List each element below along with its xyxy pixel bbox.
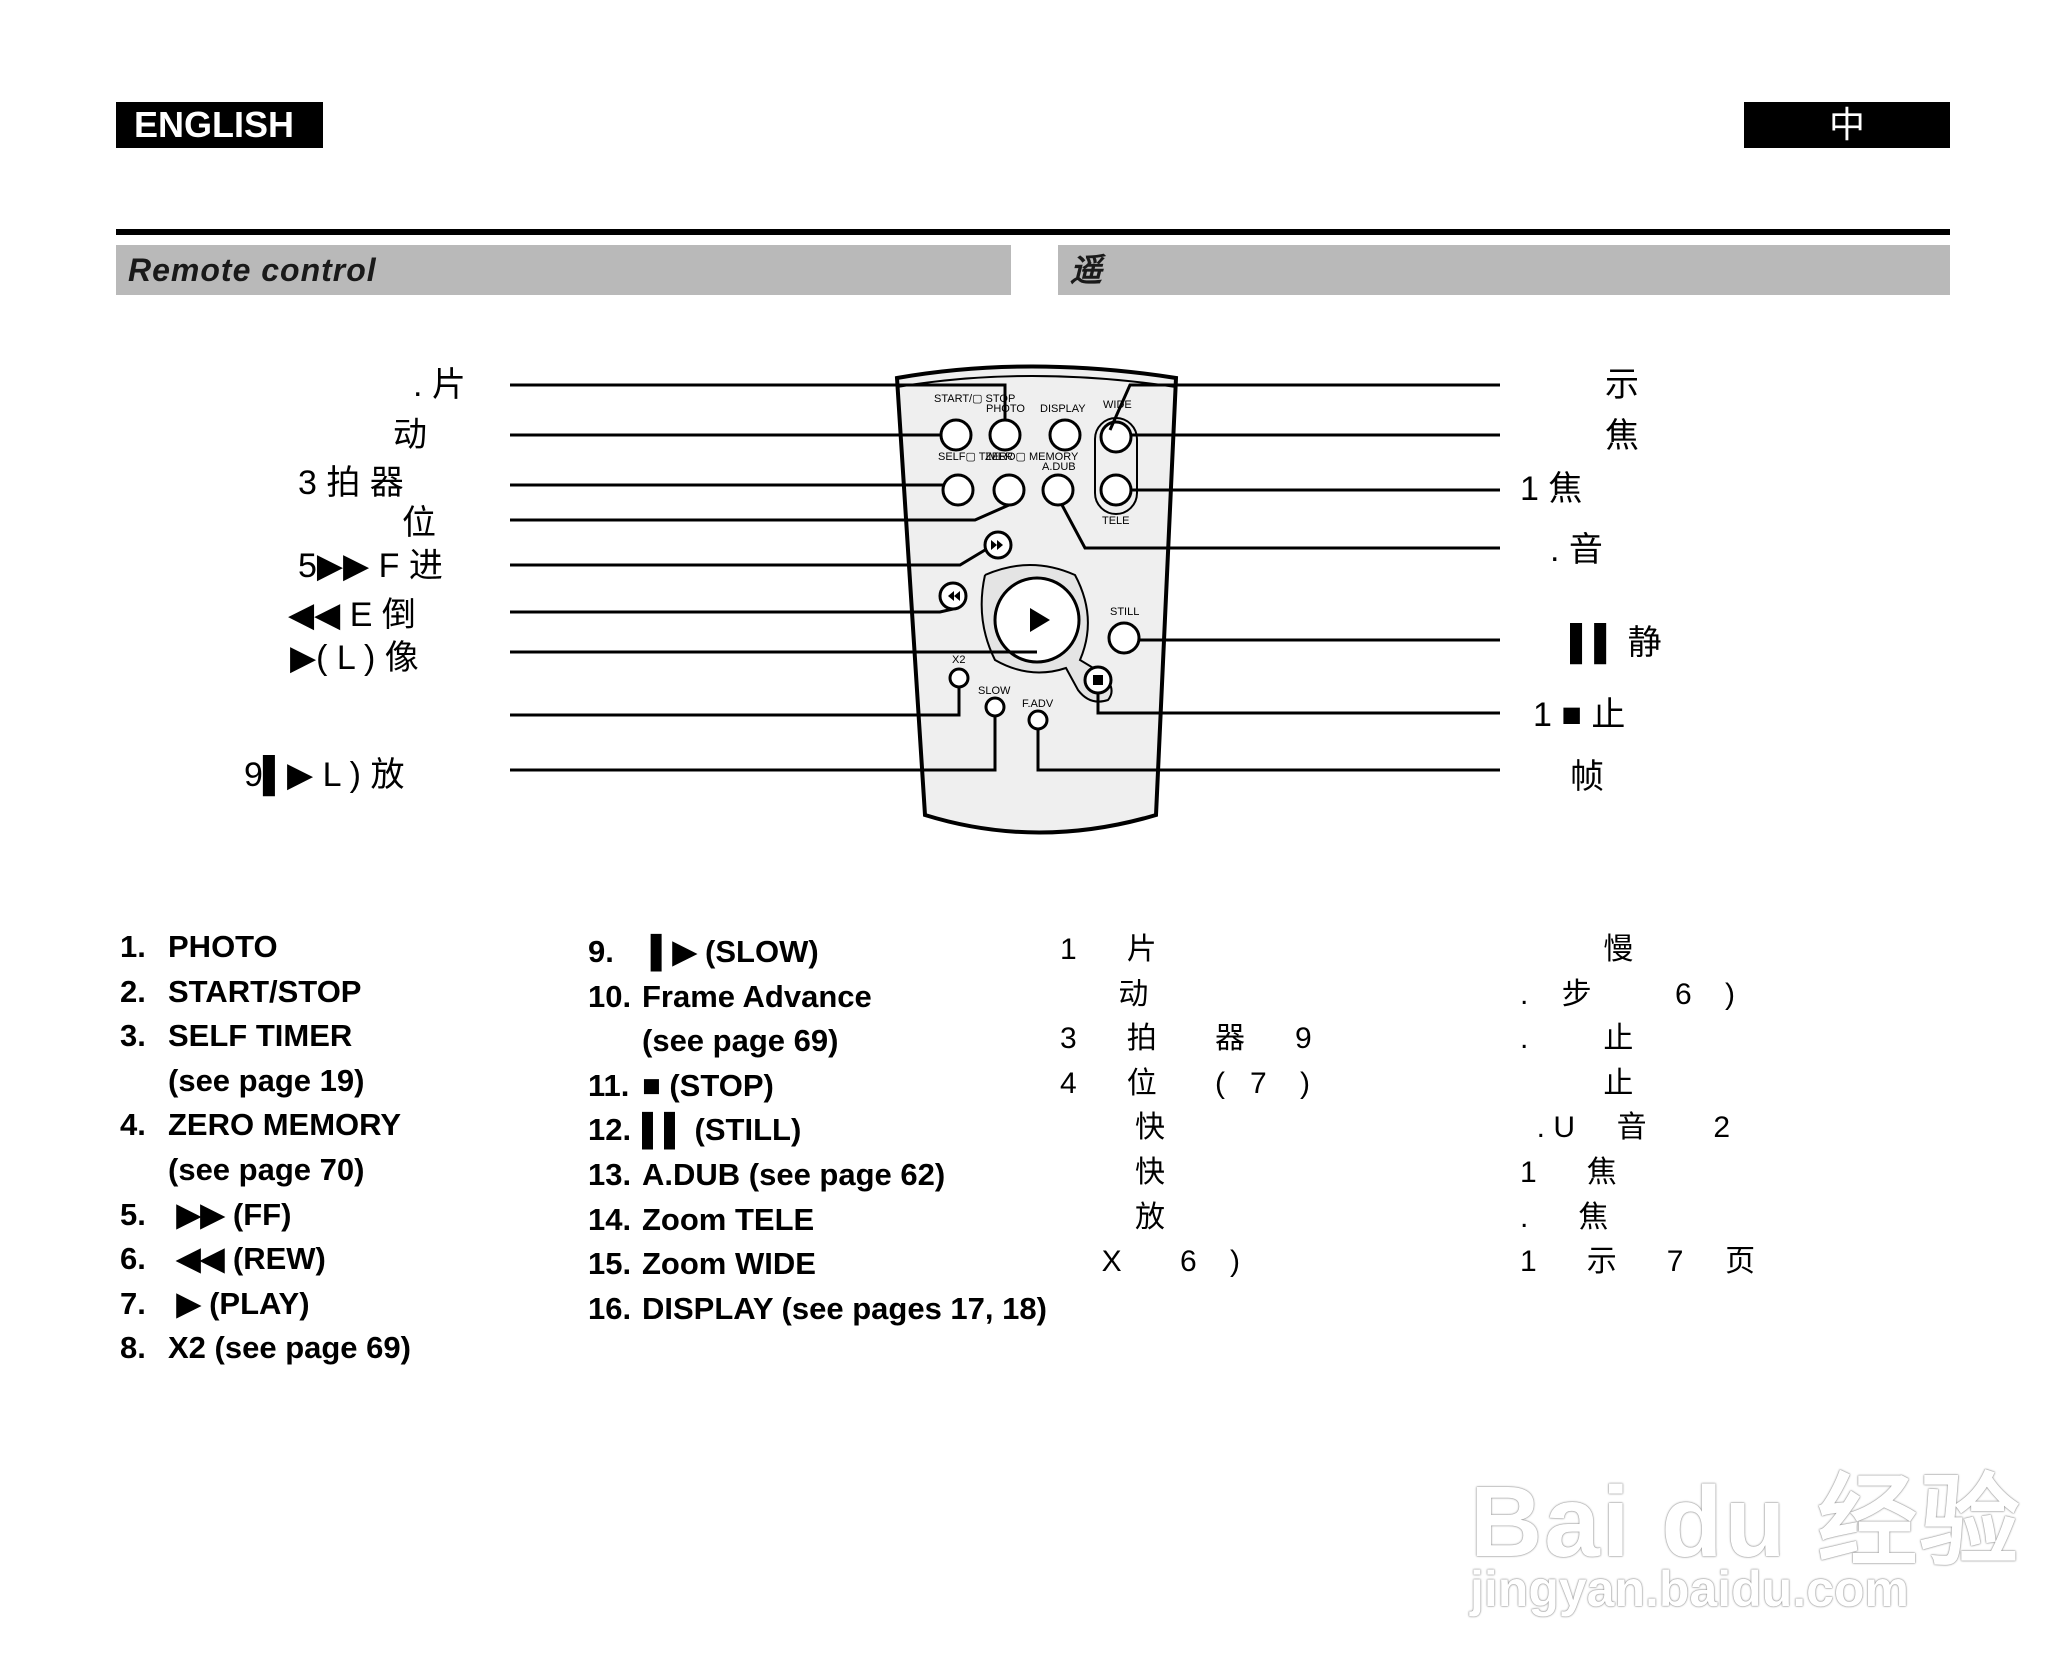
self-timer-button xyxy=(941,473,975,507)
still-button xyxy=(1107,621,1141,655)
leader-zero-memory xyxy=(510,503,1010,522)
baidu-watermark-url: jingyan.baidu.com xyxy=(1470,1561,1909,1617)
list-item: 放 xyxy=(1060,1200,1166,1234)
list-item: 15.Zoom WIDE xyxy=(588,1246,816,1282)
list-item: 4 位 ( 7 ) xyxy=(1060,1066,1311,1100)
callout-wide: 焦 xyxy=(1605,417,1639,455)
callout-stop: 1 ■ 止 xyxy=(1533,696,1626,734)
list-item: 快 xyxy=(1060,1111,1166,1145)
label-adub: A.DUB xyxy=(1042,461,1076,473)
callout-photo: . 片 xyxy=(413,366,466,404)
callout-display: 示 xyxy=(1605,366,1639,404)
list-item: 10.Frame Advance xyxy=(588,978,872,1014)
callout-self-timer: 3 拍 器 xyxy=(298,464,404,502)
callout-play: ▶( L ) 像 xyxy=(290,639,419,677)
list-item: 7. ▶ (PLAY) xyxy=(120,1285,310,1321)
start-stop-button xyxy=(939,418,973,452)
leader-rew xyxy=(510,607,954,614)
list-item: 1 示 7 页 xyxy=(1520,1245,1756,1279)
label-self-timer: SELF▢ TIMER xyxy=(938,451,1013,463)
english-list-col1: 1.PHOTO 2.START/STOP 3.SELF TIMER (see p… xyxy=(120,925,411,1371)
list-item: 2.START/STOP xyxy=(120,973,362,1009)
list-item: 12.▌▌ (STILL) xyxy=(588,1112,802,1148)
display-button xyxy=(1048,418,1082,452)
list-item: . 步 6 ) xyxy=(1520,977,1736,1011)
callout-slow: 9▌▶ L ) 放 xyxy=(244,756,405,794)
list-item: 14.Zoom TELE xyxy=(588,1201,815,1237)
english-list-col2: 9. ▌▶ (SLOW) 10.Frame Advance (see page … xyxy=(588,930,1047,1331)
callout-fadv: 帧 xyxy=(1570,758,1604,796)
list-item: 4.ZERO MEMORY xyxy=(120,1107,402,1143)
slow-button xyxy=(984,696,1006,718)
language-tab-chinese: 中 xyxy=(1744,102,1950,148)
list-item: 8.X2 (see page 69) xyxy=(120,1330,411,1366)
label-wide: WIDE xyxy=(1103,399,1132,411)
play-icon xyxy=(1030,608,1050,632)
label-tele: TELE xyxy=(1102,515,1130,527)
stop-icon xyxy=(1093,675,1103,685)
list-item: 1 片 xyxy=(1060,933,1157,966)
list-item: 13.A.DUB (see page 62) xyxy=(588,1156,946,1192)
leader-fadv xyxy=(1036,729,1500,772)
list-item: 止 xyxy=(1520,1066,1634,1100)
list-item: (see page 69) xyxy=(642,1023,839,1059)
callout-tele: 1 焦 xyxy=(1520,470,1583,508)
list-item: . 止 xyxy=(1520,1022,1634,1056)
callout-still: ▌▌ 静 xyxy=(1570,624,1662,662)
fadv-button xyxy=(1027,709,1049,731)
leader-x2 xyxy=(510,687,961,717)
leader-photo xyxy=(510,383,1007,420)
list-item: 3.SELF TIMER xyxy=(120,1018,353,1054)
rew-icon xyxy=(954,591,960,601)
zero-memory-button xyxy=(992,473,1026,507)
callout-rew: ◀◀ E 倒 xyxy=(288,596,416,634)
leader-stop xyxy=(1096,693,1500,715)
leader-slow xyxy=(510,716,997,772)
list-item: (see page 19) xyxy=(168,1062,365,1098)
x2-button xyxy=(948,667,970,689)
leader-display xyxy=(1108,383,1500,431)
list-item: (see page 70) xyxy=(168,1151,365,1187)
label-zero-memory: ZERO▢ MEMORY xyxy=(985,451,1079,463)
ff-icon xyxy=(991,540,997,550)
callout-ff: 5▶▶ F 进 xyxy=(298,547,443,585)
list-item: 动 xyxy=(1060,977,1149,1011)
label-slow: SLOW xyxy=(978,685,1011,697)
list-item: 5. ▶▶ (FF) xyxy=(120,1196,292,1232)
chinese-list-col1: 1 片 动 3 拍 器 9 4 位 ( 7 ) 快 快 放 X 6 ) xyxy=(1060,928,1312,1285)
list-item: 快 xyxy=(1060,1155,1166,1189)
list-item: 11.■ (STOP) xyxy=(588,1067,774,1103)
adub-button xyxy=(1041,473,1075,507)
leader-adub xyxy=(1060,504,1500,550)
label-start-stop: START/▢ STOP xyxy=(934,393,1015,405)
language-tab-english: ENGLISH xyxy=(116,102,323,148)
list-item: 6. ◀◀ (REW) xyxy=(120,1241,326,1277)
list-item: . 焦 xyxy=(1520,1200,1609,1234)
list-item: 16.DISPLAY (see pages 17, 18) xyxy=(588,1290,1047,1326)
baidu-watermark-logo: Bai du 经验 xyxy=(1470,1466,2022,1578)
label-x2: X2 xyxy=(952,654,965,666)
leader-ff xyxy=(510,548,986,567)
label-display: DISPLAY xyxy=(1040,403,1086,415)
photo-button xyxy=(988,418,1022,452)
chinese-list-col2: 慢 . 步 6 ) . 止 止 . U 音 2 1 焦 . 焦 1 示 7 页 xyxy=(1520,928,1755,1285)
list-item: 1.PHOTO xyxy=(120,929,278,964)
callout-zero-memory: 位 xyxy=(402,504,436,542)
label-still: STILL xyxy=(1110,606,1139,618)
list-item: 1 焦 xyxy=(1520,1155,1617,1189)
callout-start-stop: 动 xyxy=(393,416,427,454)
callout-adub: . 音 xyxy=(1550,531,1603,569)
tele-button xyxy=(1099,473,1133,507)
section-title-chinese: 遥 xyxy=(1058,245,1950,295)
list-item: 慢 xyxy=(1520,933,1634,966)
list-item: 3 拍 器 9 xyxy=(1060,1022,1312,1056)
label-fadv: F.ADV xyxy=(1022,698,1054,710)
header-rule xyxy=(116,229,1950,235)
wide-button xyxy=(1099,420,1133,454)
list-item: X 6 ) xyxy=(1060,1245,1241,1279)
section-title-english: Remote control xyxy=(116,245,1011,295)
list-item: . U 音 2 xyxy=(1520,1111,1731,1145)
list-item: 9. ▌▶ (SLOW) xyxy=(588,934,819,969)
